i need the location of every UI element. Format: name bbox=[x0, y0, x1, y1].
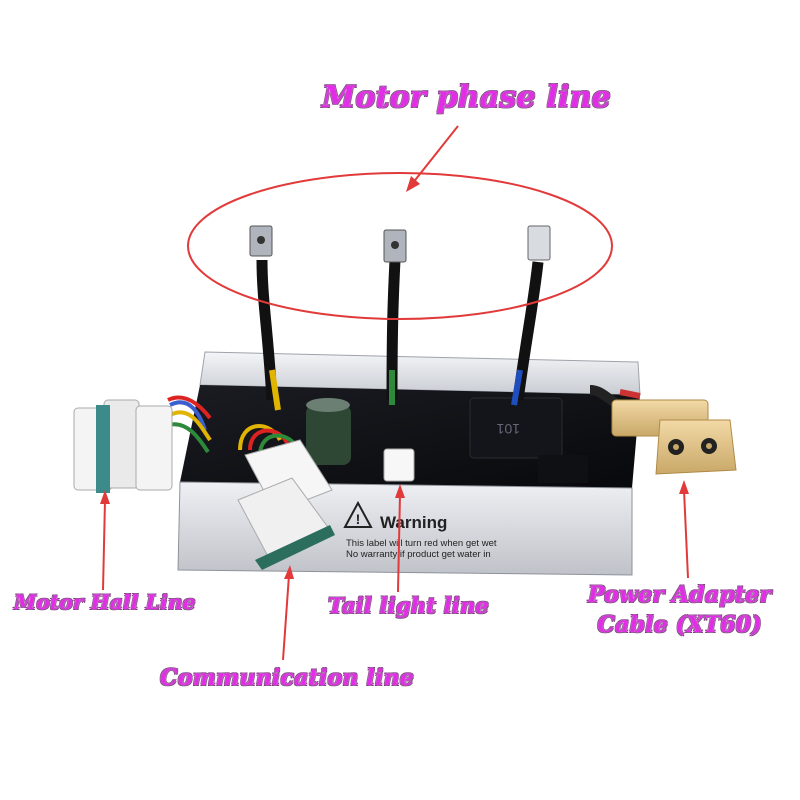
warning-line-1: This label will turn red when get wet bbox=[346, 538, 497, 549]
motor-hall-connector bbox=[73, 395, 212, 493]
svg-text:!: ! bbox=[356, 511, 361, 527]
xt60-connector bbox=[589, 385, 737, 475]
power-arrow bbox=[679, 480, 689, 579]
warning-title: Warning bbox=[380, 513, 447, 532]
tail-light-label: Tail light line bbox=[328, 593, 489, 618]
hall-arrow bbox=[100, 490, 110, 591]
tail-light-connector bbox=[383, 448, 415, 482]
power-adapter-label: Power Adapter Cable (XT60) bbox=[588, 580, 771, 640]
capacitor bbox=[306, 398, 351, 465]
phase-arrow bbox=[406, 125, 459, 192]
phase-wire-1 bbox=[249, 225, 281, 411]
tail-arrow bbox=[395, 484, 405, 593]
communication-label: Communication line bbox=[160, 665, 414, 691]
warning-line-2: No warranty if product get water in bbox=[346, 549, 491, 560]
phase-highlight-ellipse bbox=[187, 172, 613, 320]
comm-arrow bbox=[282, 565, 294, 661]
warning-label: ! Warning This label will turn red when … bbox=[343, 500, 497, 560]
motor-phase-label: Motor phase line bbox=[322, 80, 611, 115]
mosfet bbox=[538, 455, 588, 483]
communication-connector bbox=[237, 424, 335, 570]
motor-hall-label: Motor Hall Line bbox=[14, 590, 196, 614]
svg-text:101: 101 bbox=[496, 421, 520, 437]
power-adapter-label-line2: Cable (XT60) bbox=[597, 612, 762, 638]
power-adapter-label-line1: Power Adapter bbox=[588, 582, 772, 608]
phase-wire-3 bbox=[511, 225, 551, 406]
